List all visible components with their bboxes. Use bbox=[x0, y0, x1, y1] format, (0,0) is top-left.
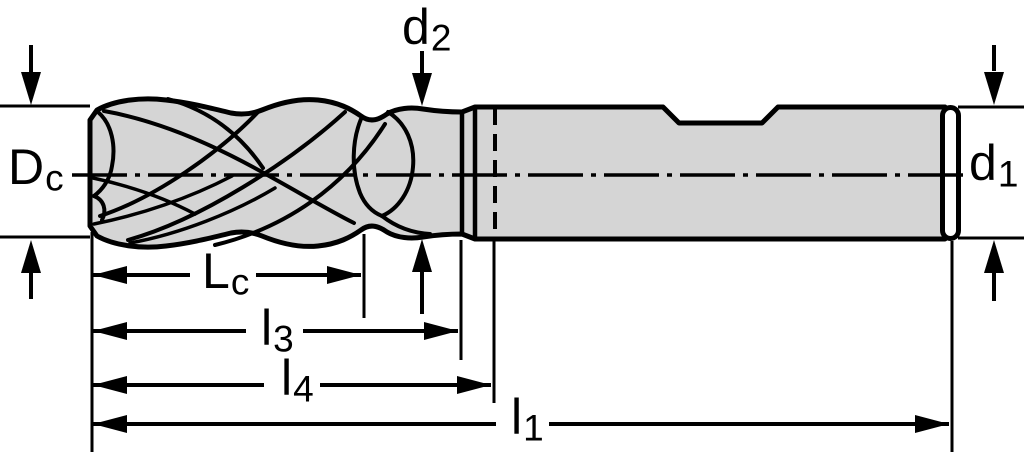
label-Lc-sub: c bbox=[230, 261, 250, 303]
dimension-l1-line bbox=[93, 415, 949, 433]
label-d2-base: d bbox=[402, 0, 430, 55]
label-l4-sub: 4 bbox=[293, 368, 314, 410]
dimension-d2-arrows bbox=[412, 51, 432, 314]
dimension-Lc-line bbox=[93, 266, 361, 284]
label-l1-base: l bbox=[511, 389, 523, 445]
label-l4: l4 bbox=[281, 350, 314, 407]
label-Dc: Dc bbox=[8, 139, 64, 196]
tool-body bbox=[87, 96, 961, 250]
dimension-l3-line bbox=[93, 322, 458, 340]
shank-end-face bbox=[940, 105, 961, 241]
label-l1: l1 bbox=[511, 389, 544, 446]
d2-arrow-top-head bbox=[412, 73, 432, 106]
label-l3-sub: 3 bbox=[273, 318, 294, 360]
d2-arrow-bottom-head bbox=[412, 239, 432, 272]
Dc-arrow-top-head bbox=[21, 72, 41, 105]
dimension-Dc-arrows bbox=[21, 45, 41, 299]
d1-arrow-bottom-head bbox=[984, 240, 1004, 273]
label-d1: d1 bbox=[969, 135, 1018, 192]
label-Dc-base: D bbox=[8, 139, 45, 195]
label-l4-base: l bbox=[281, 350, 293, 406]
label-Dc-sub: c bbox=[45, 157, 64, 199]
label-Lc: Lc bbox=[202, 243, 249, 300]
flute-lines bbox=[91, 97, 432, 247]
label-d2-sub: 2 bbox=[430, 17, 452, 59]
label-l1-sub: 1 bbox=[523, 407, 544, 449]
tool-silhouette bbox=[87, 96, 948, 250]
label-l3-base: l bbox=[261, 300, 273, 356]
dimension-d1-arrows bbox=[984, 45, 1004, 301]
label-d1-sub: 1 bbox=[997, 153, 1019, 195]
dimension-l4-line bbox=[93, 376, 491, 394]
label-d2: d2 bbox=[402, 0, 451, 56]
shank-junction-lines bbox=[459, 107, 478, 239]
label-l3: l3 bbox=[261, 300, 294, 357]
Dc-arrow-bottom-head bbox=[21, 240, 41, 273]
d1-arrow-top-head bbox=[984, 72, 1004, 105]
extension-lines bbox=[0, 104, 1024, 452]
label-Lc-base: L bbox=[202, 243, 230, 299]
label-d1-base: d bbox=[969, 135, 997, 191]
